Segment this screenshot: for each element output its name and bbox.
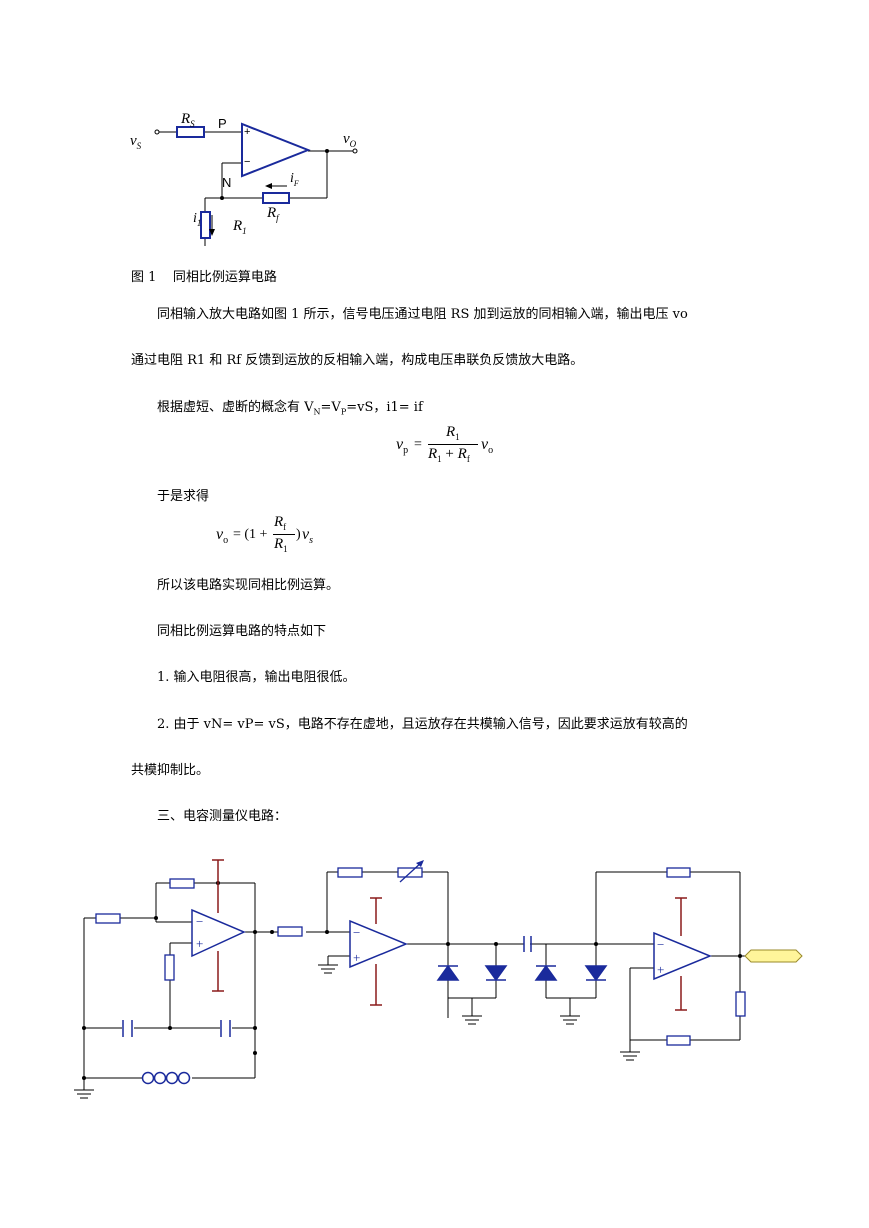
svg-text:+: +: [657, 962, 664, 977]
capacitance-meter-circuit: − + − + − +: [74, 859, 803, 1099]
paragraph-1-line-2: 通过电阻 R1 和 Rf 反馈到运放的反相输入端，构成电压串联负反馈放大电路。: [131, 353, 584, 368]
vo-label: vO: [343, 131, 357, 149]
paragraph-1-line-1: 同相输入放大电路如图 1 所示，信号电压通过电阻 RS 加到运放的同相输入端，输…: [157, 307, 688, 322]
equation-1: vp = R1 R1 + Rf vo: [396, 424, 494, 464]
rf-label: Rf: [267, 205, 279, 223]
r1-label: R1: [233, 218, 247, 236]
r1-resistor: [200, 211, 211, 239]
n-node-label: N: [222, 175, 232, 190]
paragraph-2: 根据虚短、虚断的概念有 VN=VP=vS，i1= if: [157, 400, 423, 417]
i1-label: i1: [193, 211, 202, 228]
plus-sign: +: [244, 126, 251, 138]
rs-label: RS: [181, 111, 195, 129]
paragraph-7-line-1: 2. 由于 vN= vP= vS，电路不存在虚地，且运放存在共模输入信号，因此要…: [157, 717, 688, 732]
figure1-circuit: [154, 122, 358, 246]
output-tag: [744, 949, 803, 963]
p-node-label: P: [218, 116, 227, 131]
paragraph-7-line-2: 共模抑制比。: [131, 763, 210, 778]
paragraph-4: 所以该电路实现同相比例运算。: [157, 578, 340, 593]
equation-2: vo = (1 + Rf R1 ) vs: [216, 514, 314, 554]
svg-text:−: −: [353, 925, 360, 940]
svg-text:−: −: [657, 937, 664, 952]
vs-label: vS: [130, 133, 142, 151]
paragraph-5: 同相比例运算电路的特点如下: [157, 624, 327, 639]
if-label: iF: [290, 171, 299, 188]
paragraph-6: 1. 输入电阻很高，输出电阻很低。: [157, 670, 356, 685]
figure1-caption: 图 1 同相比例运算电路: [131, 270, 277, 285]
paragraph-3: 于是求得: [157, 489, 210, 504]
svg-text:+: +: [353, 950, 360, 965]
svg-text:+: +: [196, 936, 203, 951]
rs-resistor: [176, 126, 205, 138]
rf-resistor: [262, 192, 290, 204]
svg-text:−: −: [196, 914, 203, 929]
minus-sign: −: [244, 156, 251, 168]
opamp-triangle: [241, 122, 311, 178]
paragraph-8: 三、电容测量仪电路：: [157, 809, 288, 824]
